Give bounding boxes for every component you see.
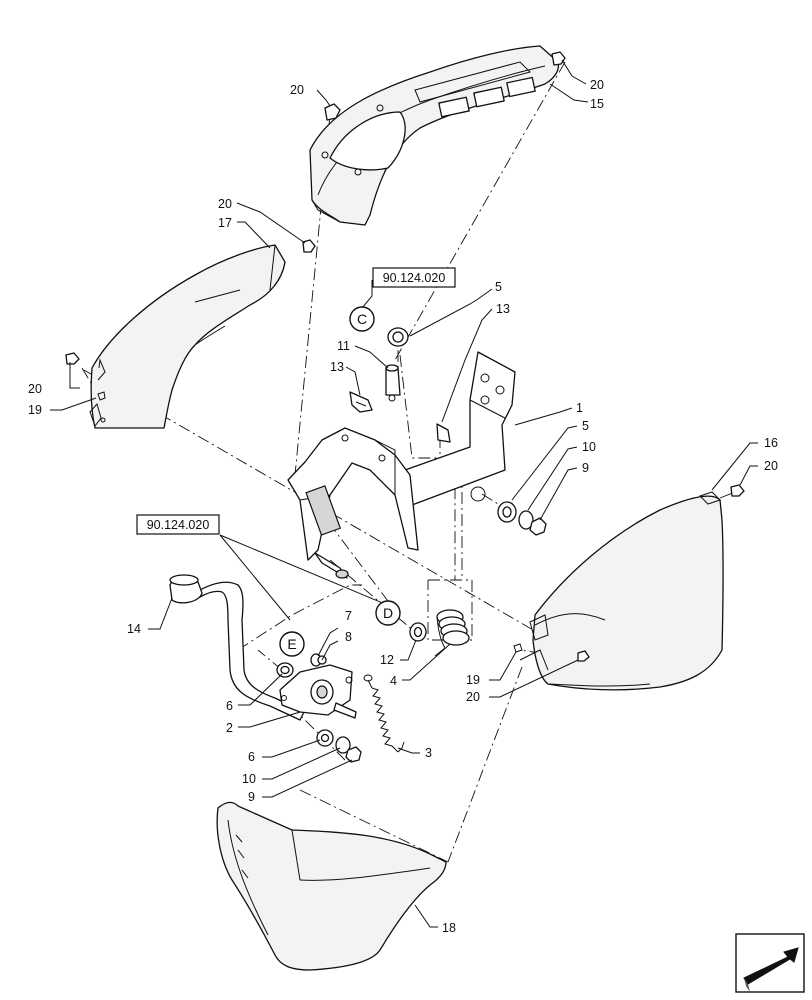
callout-20: 20 — [290, 83, 304, 97]
coil-spring-part — [434, 609, 470, 657]
callout-20: 20 — [590, 78, 604, 92]
callout-3: 3 — [425, 746, 432, 760]
marker-d-label: D — [383, 605, 393, 621]
callout-11: 11 — [337, 339, 350, 353]
clip-part-left — [349, 391, 373, 413]
callout-19: 19 — [466, 673, 480, 687]
washer-stack-lower — [316, 729, 362, 763]
callout-20: 20 — [764, 459, 778, 473]
callout-17: 17 — [218, 216, 232, 230]
reference-box-left: 90.124.020 — [136, 514, 220, 535]
handle-lever-part — [169, 574, 305, 721]
callout-5: 5 — [582, 419, 589, 433]
callout-9: 9 — [582, 461, 589, 475]
washer-part-12 — [409, 622, 427, 642]
callout-16: 16 — [764, 436, 778, 450]
callout-8: 8 — [345, 630, 352, 644]
left-shield-part — [89, 244, 286, 429]
callout-10: 10 — [582, 440, 596, 454]
callout-1: 1 — [576, 401, 583, 415]
washer-stack-right — [497, 501, 547, 536]
grease-fitting-part — [385, 364, 401, 402]
callout-18: 18 — [442, 921, 456, 935]
reference-box-top: 90.124.020 — [372, 267, 456, 288]
callout-6: 6 — [248, 750, 255, 764]
right-shield-part — [519, 491, 724, 691]
bushing-part-left-upper — [276, 662, 294, 678]
next-page-arrow-icon[interactable] — [735, 933, 805, 993]
pivot-block-part — [279, 664, 357, 719]
marker-d: D — [375, 600, 401, 626]
callout-2: 2 — [226, 721, 233, 735]
callout-14: 14 — [127, 622, 141, 636]
console-cover-part — [309, 45, 560, 226]
callout-labels: 20 20 15 20 17 5 13 11 13 1 5 10 9 16 20… — [28, 78, 778, 935]
callout-6: 6 — [226, 699, 233, 713]
callout-20: 20 — [466, 690, 480, 704]
bushing-part-upper — [387, 327, 409, 347]
assembly-lines — [81, 61, 736, 863]
callout-12: 12 — [380, 653, 394, 667]
marker-c: C — [349, 306, 375, 332]
marker-c-label: C — [357, 311, 367, 327]
callout-15: 15 — [590, 97, 604, 111]
leader-lines — [50, 59, 758, 928]
callout-10: 10 — [242, 772, 256, 786]
reference-label-left: 90.124.020 — [147, 518, 210, 532]
shaft-part — [314, 552, 349, 579]
callout-20: 20 — [28, 382, 42, 396]
callout-20: 20 — [218, 197, 232, 211]
callout-7: 7 — [345, 609, 352, 623]
callout-13: 13 — [330, 360, 344, 374]
callout-9: 9 — [248, 790, 255, 804]
callout-4: 4 — [390, 674, 397, 688]
bottom-cover-part — [216, 801, 447, 971]
callout-5: 5 — [495, 280, 502, 294]
marker-e-label: E — [287, 636, 296, 652]
clip-part-right — [436, 423, 451, 443]
marker-e: E — [279, 631, 305, 657]
callout-19: 19 — [28, 403, 42, 417]
bracket-part — [287, 351, 516, 561]
callout-13: 13 — [496, 302, 510, 316]
reference-label-top: 90.124.020 — [383, 271, 446, 285]
tension-spring-part — [363, 674, 405, 753]
bolt-fasteners — [65, 51, 745, 662]
